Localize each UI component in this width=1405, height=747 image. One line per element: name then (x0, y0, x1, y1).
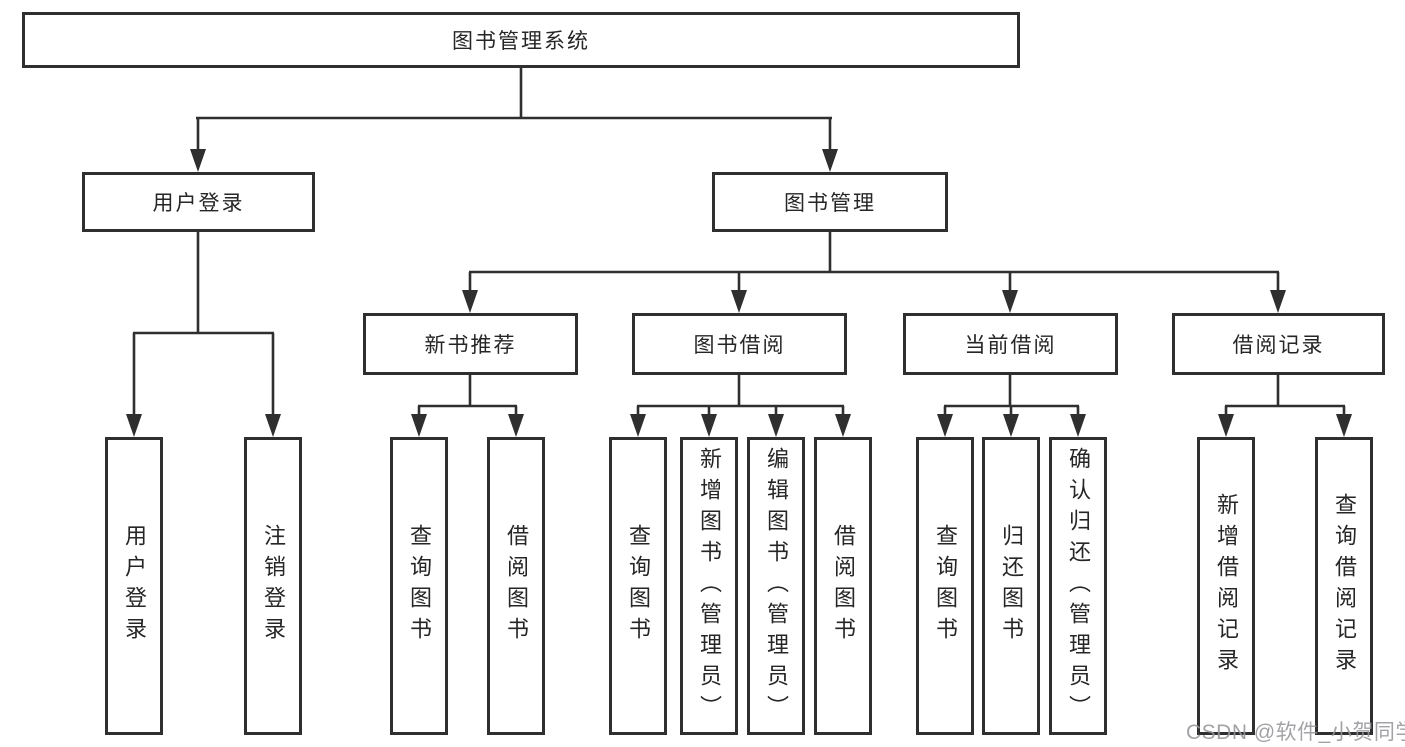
node-label: 图书管理系统 (452, 30, 590, 53)
leaf-query-books-borrow: 查询图书 (609, 437, 667, 735)
arrowhead-down-icon (822, 149, 838, 172)
arrowhead-down-icon (1336, 414, 1352, 437)
arrowhead-down-icon (835, 414, 851, 437)
arrowhead-down-icon (1218, 414, 1234, 437)
node-label: 新增借阅记录 (1214, 493, 1239, 679)
leaf-return-books: 归还图书 (982, 437, 1040, 735)
arrowhead-down-icon (701, 414, 717, 437)
node-label: 当前借阅 (964, 334, 1057, 357)
arrowhead-down-icon (731, 290, 747, 313)
node-current-borrowing: 当前借阅 (903, 313, 1118, 375)
node-label: 新增图书（管理员） (697, 446, 722, 726)
node-label: 图书借阅 (693, 334, 786, 357)
node-new-book-recommendation: 新书推荐 (363, 313, 578, 375)
node-user-login-branch: 用户登录 (82, 172, 315, 232)
node-book-borrowing: 图书借阅 (632, 313, 847, 375)
leaf-logout: 注销登录 (244, 437, 302, 735)
node-label: 借阅记录 (1232, 334, 1325, 357)
arrowhead-down-icon (1003, 414, 1019, 437)
node-label: 新书推荐 (424, 334, 517, 357)
arrowhead-down-icon (462, 290, 478, 313)
node-label: 注销登录 (261, 524, 286, 648)
leaf-borrow-books: 借阅图书 (814, 437, 872, 735)
watermark: CSDN @软件_小贺同学 (1186, 721, 1405, 744)
arrowhead-down-icon (1070, 414, 1086, 437)
leaf-add-books-admin: 新增图书（管理员） (680, 437, 738, 735)
arrowhead-down-icon (126, 414, 142, 437)
arrowhead-down-icon (265, 414, 281, 437)
node-library-management-system: 图书管理系统 (22, 12, 1020, 68)
node-label: 查询图书 (626, 524, 651, 648)
arrowhead-down-icon (411, 414, 427, 437)
node-label: 编辑图书（管理员） (764, 446, 789, 726)
leaf-confirm-return-admin: 确认归还（管理员） (1049, 437, 1107, 735)
node-label: 归还图书 (999, 524, 1024, 648)
arrowhead-down-icon (508, 414, 524, 437)
node-label: 借阅图书 (831, 524, 856, 648)
leaf-query-books-recommend: 查询图书 (390, 437, 448, 735)
arrowhead-down-icon (190, 149, 206, 172)
arrowhead-down-icon (1270, 290, 1286, 313)
arrowhead-down-icon (1002, 290, 1018, 313)
node-label: 查询借阅记录 (1332, 493, 1357, 679)
arrowhead-down-icon (768, 414, 784, 437)
leaf-query-borrow-record: 查询借阅记录 (1315, 437, 1373, 735)
node-label: 用户登录 (122, 524, 147, 648)
node-label: 用户登录 (152, 192, 245, 215)
node-book-management-branch: 图书管理 (712, 172, 948, 232)
leaf-user-login: 用户登录 (105, 437, 163, 735)
node-label: 确认归还（管理员） (1066, 446, 1091, 726)
leaf-borrow-books-recommend: 借阅图书 (487, 437, 545, 735)
node-label: 查询图书 (407, 524, 432, 648)
node-label: 图书管理 (784, 192, 876, 215)
leaf-query-books-current: 查询图书 (916, 437, 974, 735)
node-label: 借阅图书 (504, 524, 529, 648)
node-borrowing-records: 借阅记录 (1172, 313, 1385, 375)
arrowhead-down-icon (937, 414, 953, 437)
arrowhead-down-icon (630, 414, 646, 437)
node-label: 查询图书 (933, 524, 958, 648)
leaf-edit-books-admin: 编辑图书（管理员） (747, 437, 805, 735)
leaf-add-borrow-record: 新增借阅记录 (1197, 437, 1255, 735)
